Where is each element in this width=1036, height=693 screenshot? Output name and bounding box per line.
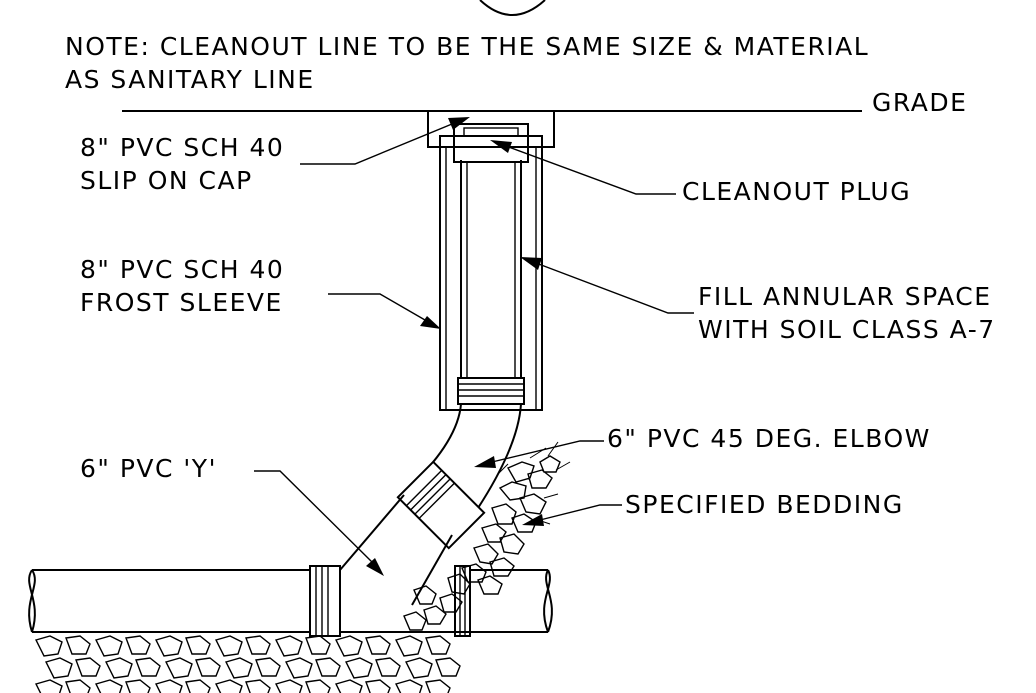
riser-coupling — [457, 377, 525, 405]
frost-sleeve — [439, 135, 543, 411]
note-line-1: NOTE: CLEANOUT LINE TO BE THE SAME SIZE … — [65, 32, 869, 61]
plug-leader — [505, 145, 676, 195]
sleeve-label-line-1: 8" PVC SCH 40 — [80, 255, 284, 284]
grade-label: GRADE — [872, 88, 967, 117]
sleeve-arrowhead — [420, 316, 441, 329]
fill-label-line-2: WITH SOIL CLASS A-7 — [698, 315, 996, 344]
elbow-label: 6" PVC 45 DEG. ELBOW — [607, 424, 931, 453]
wye-arrowhead — [366, 558, 384, 576]
bedding-leader — [539, 504, 622, 521]
fill-arrowhead — [520, 257, 542, 270]
main-pipe-coupling — [309, 565, 341, 637]
sleeve-leader — [328, 293, 426, 321]
wye-branch-right — [411, 534, 453, 606]
wye-branch-coupling — [396, 460, 486, 550]
sleeve-label-line-2: FROST SLEEVE — [80, 288, 283, 317]
elbow-arrowhead — [474, 456, 496, 468]
slip-on-cap — [427, 110, 555, 148]
cap-arrowhead — [448, 117, 470, 130]
fill-leader — [535, 262, 694, 314]
detail-bubble-arc — [479, 0, 546, 16]
elbow-outer-right — [469, 403, 522, 521]
elbow-bedding-gravel — [403, 441, 571, 631]
bedding-arrowhead — [522, 514, 544, 526]
main-bedding-gravel — [34, 635, 461, 693]
wye-branch-left — [339, 494, 405, 571]
plug-arrowhead — [490, 140, 512, 153]
wye-hub — [454, 565, 471, 637]
cleanout-plug — [453, 123, 529, 163]
plug-label: CLEANOUT PLUG — [682, 177, 911, 206]
cap-label-line-1: 8" PVC SCH 40 — [80, 133, 284, 162]
main-sewer-pipe — [28, 569, 553, 633]
cleanout-plug-top — [463, 127, 519, 137]
note-line-2: AS SANITARY LINE — [65, 65, 315, 94]
cap-label-line-2: SLIP ON CAP — [80, 166, 253, 195]
cap-leader — [300, 123, 453, 165]
fill-label-line-1: FILL ANNULAR SPACE — [698, 282, 992, 311]
elbow-leader — [491, 440, 604, 463]
wye-label: 6" PVC 'Y' — [80, 454, 217, 483]
bedding-label: SPECIFIED BEDDING — [625, 490, 904, 519]
wye-leader — [254, 470, 373, 563]
